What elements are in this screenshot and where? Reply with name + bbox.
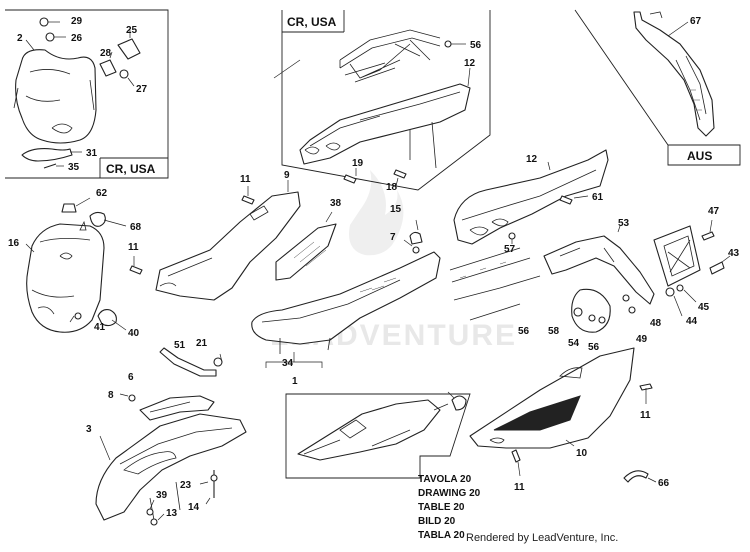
callout-16: 16 <box>8 238 20 249</box>
table-line-1: TAVOLA 20 <box>418 474 472 485</box>
part-side-panel-left <box>129 180 301 301</box>
callout-54: 54 <box>568 338 580 349</box>
callout-21: 21 <box>196 338 208 349</box>
callout-28: 28 <box>100 48 112 59</box>
callout-11-d: 11 <box>514 482 525 493</box>
callout-23: 23 <box>180 480 192 491</box>
part-rear-fender-cr <box>299 67 471 169</box>
callout-11-c: 11 <box>640 410 651 421</box>
callout-67: 67 <box>690 16 702 27</box>
frame-label-aus: AUS <box>687 149 712 163</box>
frame-cr-usa-left: CR, USA <box>5 9 169 179</box>
render-credit: Rendered by LeadVenture, Inc. <box>466 532 618 544</box>
callout-2: 2 <box>17 33 23 44</box>
callout-57: 57 <box>504 244 516 255</box>
frame-label-cr-usa-left: CR, USA <box>106 162 156 176</box>
callout-3: 3 <box>86 424 92 435</box>
callout-31: 31 <box>86 148 98 159</box>
callout-62: 62 <box>96 188 108 199</box>
callout-43: 43 <box>728 248 740 259</box>
frame-aus: AUS <box>574 9 741 166</box>
callout-26: 26 <box>71 33 83 44</box>
callout-12-main: 12 <box>526 154 538 165</box>
callout-8: 8 <box>108 390 114 401</box>
callout-7: 7 <box>390 232 396 243</box>
callout-51: 51 <box>174 340 186 351</box>
part-bracket-31 <box>21 148 82 169</box>
part-side-panel-right <box>469 347 653 477</box>
callout-35: 35 <box>68 162 80 173</box>
callout-45: 45 <box>698 302 710 313</box>
callout-41: 41 <box>94 322 106 333</box>
callout-leaders <box>25 39 301 253</box>
callout-29: 29 <box>71 16 83 27</box>
callout-40: 40 <box>128 328 140 339</box>
callout-19: 19 <box>352 158 364 169</box>
table-line-2: DRAWING 20 <box>418 488 481 499</box>
table-line-4: BILD 20 <box>418 516 456 527</box>
callout-18: 18 <box>386 182 398 193</box>
part-headlight-mask <box>13 49 97 144</box>
part-plate-bracket <box>543 219 731 333</box>
callout-66: 66 <box>658 478 670 489</box>
frame-label-cr-usa-top: CR, USA <box>287 15 337 29</box>
callout-34: 34 <box>282 358 294 369</box>
part-screw-29-26 <box>39 17 66 42</box>
part-rear-fender <box>449 149 609 321</box>
table-reference: TAVOLA 20 DRAWING 20 TABLE 20 BILD 20 TA… <box>418 474 481 541</box>
callout-numbers: 29 26 2 25 28 27 31 35 56 12 19 18 67 62… <box>8 16 740 519</box>
callout-25: 25 <box>126 25 138 36</box>
part-seat <box>251 219 441 368</box>
callout-27: 27 <box>136 84 148 95</box>
table-line-5: TABLA 20 <box>418 530 465 541</box>
callout-56-mid: 56 <box>518 326 530 337</box>
callout-58: 58 <box>548 326 560 337</box>
part-clip-66 <box>623 470 657 483</box>
callout-48: 48 <box>650 318 662 329</box>
part-plate-38 <box>275 211 337 281</box>
callout-6: 6 <box>128 372 134 383</box>
frame-detail-20 <box>285 391 471 479</box>
callout-9: 9 <box>284 170 290 181</box>
callout-10: 10 <box>576 448 588 459</box>
callout-39: 39 <box>156 490 168 501</box>
part-front-number-plate <box>26 197 127 333</box>
callout-44: 44 <box>686 316 698 327</box>
part-clamp-25-28-27 <box>99 30 141 87</box>
callout-56-low: 56 <box>588 342 600 353</box>
callout-47: 47 <box>708 206 720 217</box>
table-line-3: TABLE 20 <box>418 502 465 513</box>
frame-cr-usa-top: CR, USA <box>281 10 491 191</box>
callout-14: 14 <box>188 502 200 513</box>
callout-1: 1 <box>292 376 298 387</box>
part-front-fender <box>95 347 247 526</box>
callout-53: 53 <box>618 218 630 229</box>
callout-11-b: 11 <box>128 242 139 253</box>
callout-68: 68 <box>130 222 142 233</box>
callout-11-a: 11 <box>240 174 251 185</box>
callout-49: 49 <box>636 334 648 345</box>
callout-38: 38 <box>330 198 342 209</box>
part-subframe <box>339 29 466 83</box>
callout-15: 15 <box>390 204 402 215</box>
callout-13: 13 <box>166 508 178 519</box>
callout-61: 61 <box>592 192 604 203</box>
callout-12-top: 12 <box>464 58 476 69</box>
callout-56-top: 56 <box>470 40 482 51</box>
part-screws-19-18 <box>343 168 407 187</box>
part-rear-fender-aus <box>633 11 715 137</box>
